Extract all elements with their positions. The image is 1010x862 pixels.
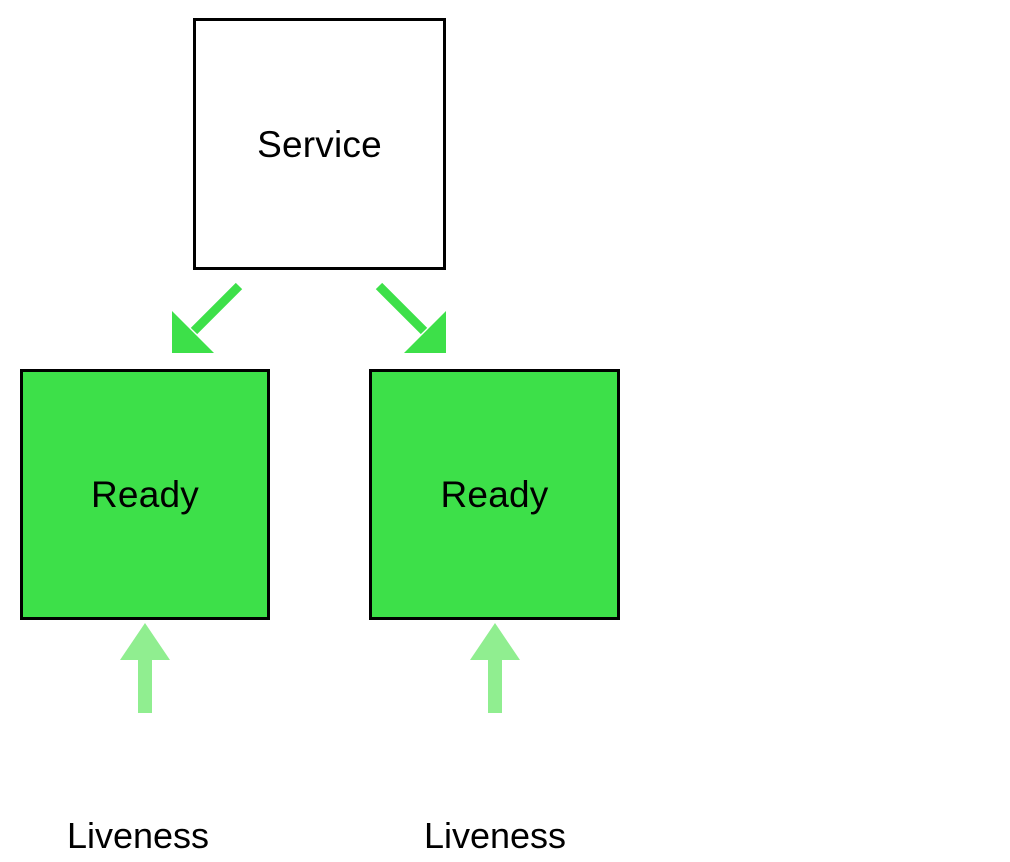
node-ready-right-label: Ready: [440, 474, 549, 515]
node-ready-left[interactable]: Ready: [20, 369, 270, 620]
node-ready-right[interactable]: Ready: [369, 369, 620, 620]
probe-label-right: Liveness PASS: [370, 718, 620, 862]
node-ready-left-label: Ready: [91, 474, 199, 515]
edge-service-to-ready-right: [375, 282, 446, 353]
node-service-label: Service: [257, 123, 382, 165]
node-service[interactable]: Service: [193, 18, 446, 270]
probe-label-left-line1: Liveness: [66, 815, 210, 856]
edge-probe-to-ready-left: [120, 623, 170, 713]
probe-label-right-line1: Liveness: [423, 815, 567, 856]
edge-probe-to-ready-right: [470, 623, 520, 713]
edge-service-to-ready-left: [172, 282, 243, 353]
probe-label-left: Liveness PASS: [13, 718, 263, 862]
